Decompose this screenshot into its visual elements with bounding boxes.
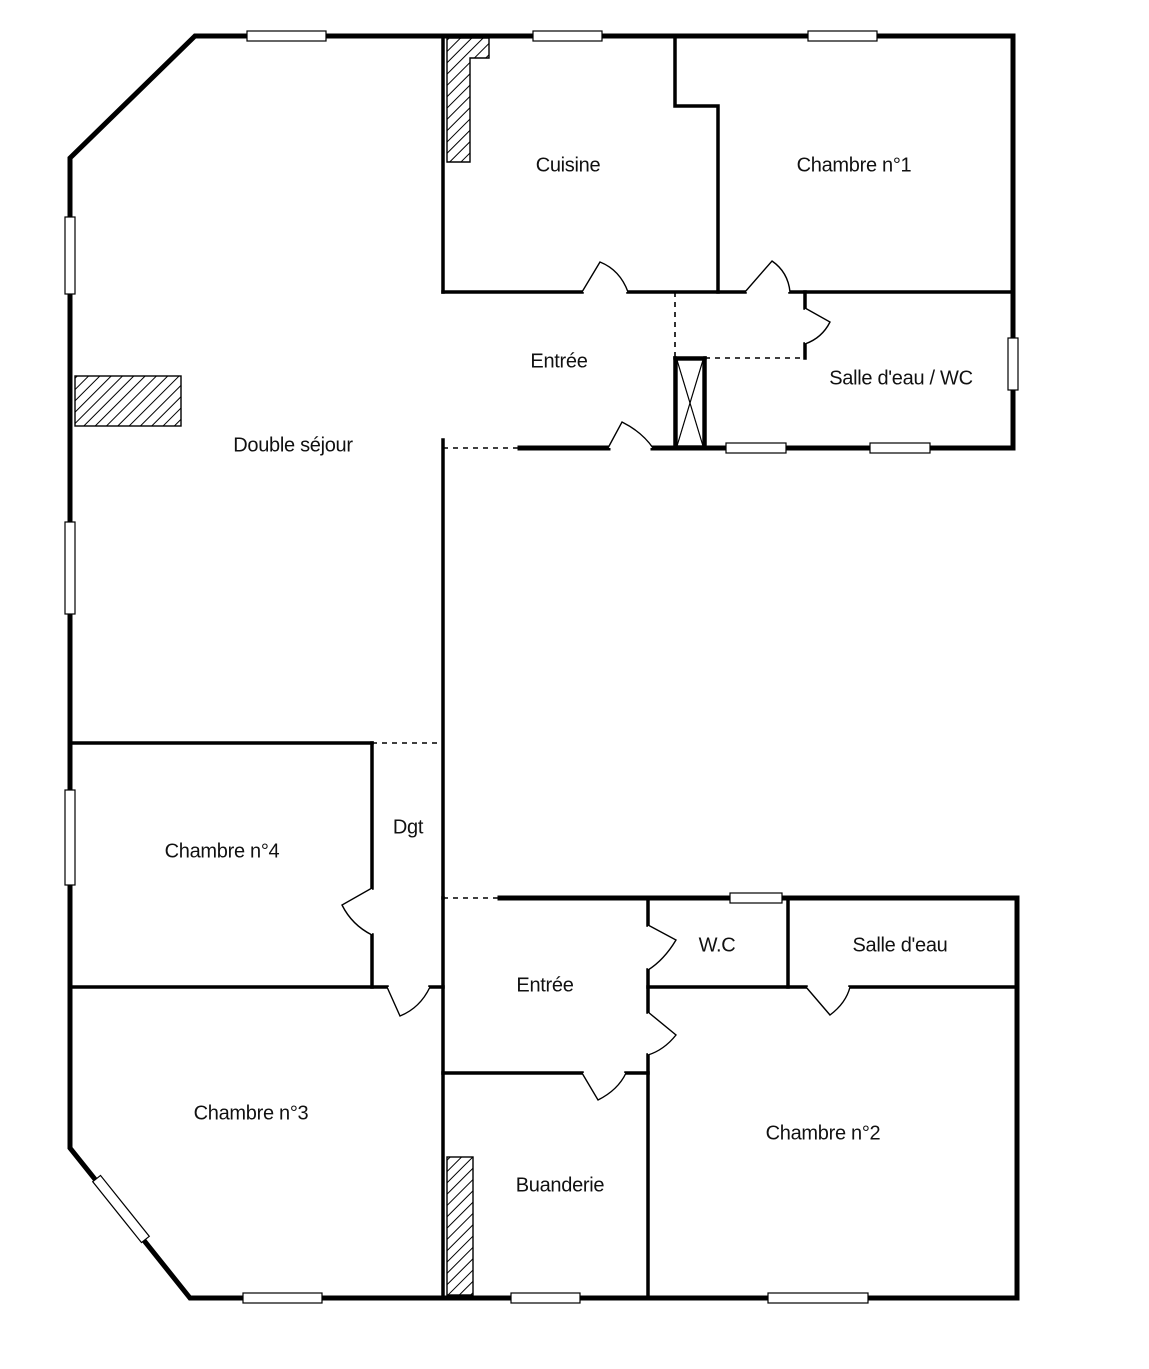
door <box>607 421 654 449</box>
door <box>341 887 373 936</box>
door <box>804 307 831 345</box>
window <box>91 1174 151 1244</box>
door <box>744 260 791 293</box>
window <box>869 442 931 454</box>
label-double-sejour: Double séjour <box>233 434 353 456</box>
chimney <box>74 375 182 427</box>
window <box>64 521 76 615</box>
window <box>729 892 783 904</box>
label-chambre-1: Chambre n°1 <box>797 154 912 176</box>
open-passages <box>372 292 800 987</box>
interior-walls <box>68 34 1019 1300</box>
window <box>1007 337 1019 391</box>
label-entree-top: Entrée <box>530 350 587 372</box>
label-chambre-2: Chambre n°2 <box>766 1122 881 1144</box>
windows <box>64 30 1019 1304</box>
window <box>767 1292 869 1304</box>
label-entree-bottom: Entrée <box>516 974 573 996</box>
window <box>64 789 76 886</box>
label-salle-eau: Salle d'eau <box>852 934 947 956</box>
doors <box>341 260 851 1101</box>
label-chambre-3: Chambre n°3 <box>194 1102 309 1124</box>
label-buanderie: Buanderie <box>516 1174 605 1196</box>
laundry-duct <box>446 1156 474 1296</box>
door <box>386 986 431 1017</box>
window <box>510 1292 581 1304</box>
door <box>581 261 629 293</box>
window <box>64 216 76 295</box>
window <box>242 1292 323 1304</box>
label-salle-eau-wc: Salle d'eau / WC <box>829 367 973 389</box>
kitchen-duct <box>446 37 490 163</box>
label-wc: W.C <box>699 934 736 956</box>
label-chambre-4: Chambre n°4 <box>165 840 280 862</box>
hatched-elements <box>74 37 704 1296</box>
door <box>647 1011 677 1056</box>
window <box>725 442 787 454</box>
label-cuisine: Cuisine <box>536 154 601 176</box>
window <box>807 30 878 42</box>
window <box>532 30 603 42</box>
room-labels: Cuisine Chambre n°1 Entrée Salle d'eau /… <box>165 154 973 1196</box>
door <box>581 1072 627 1101</box>
door <box>805 986 851 1016</box>
label-dgt: Dgt <box>393 816 424 838</box>
window <box>246 30 327 42</box>
door <box>647 924 677 971</box>
